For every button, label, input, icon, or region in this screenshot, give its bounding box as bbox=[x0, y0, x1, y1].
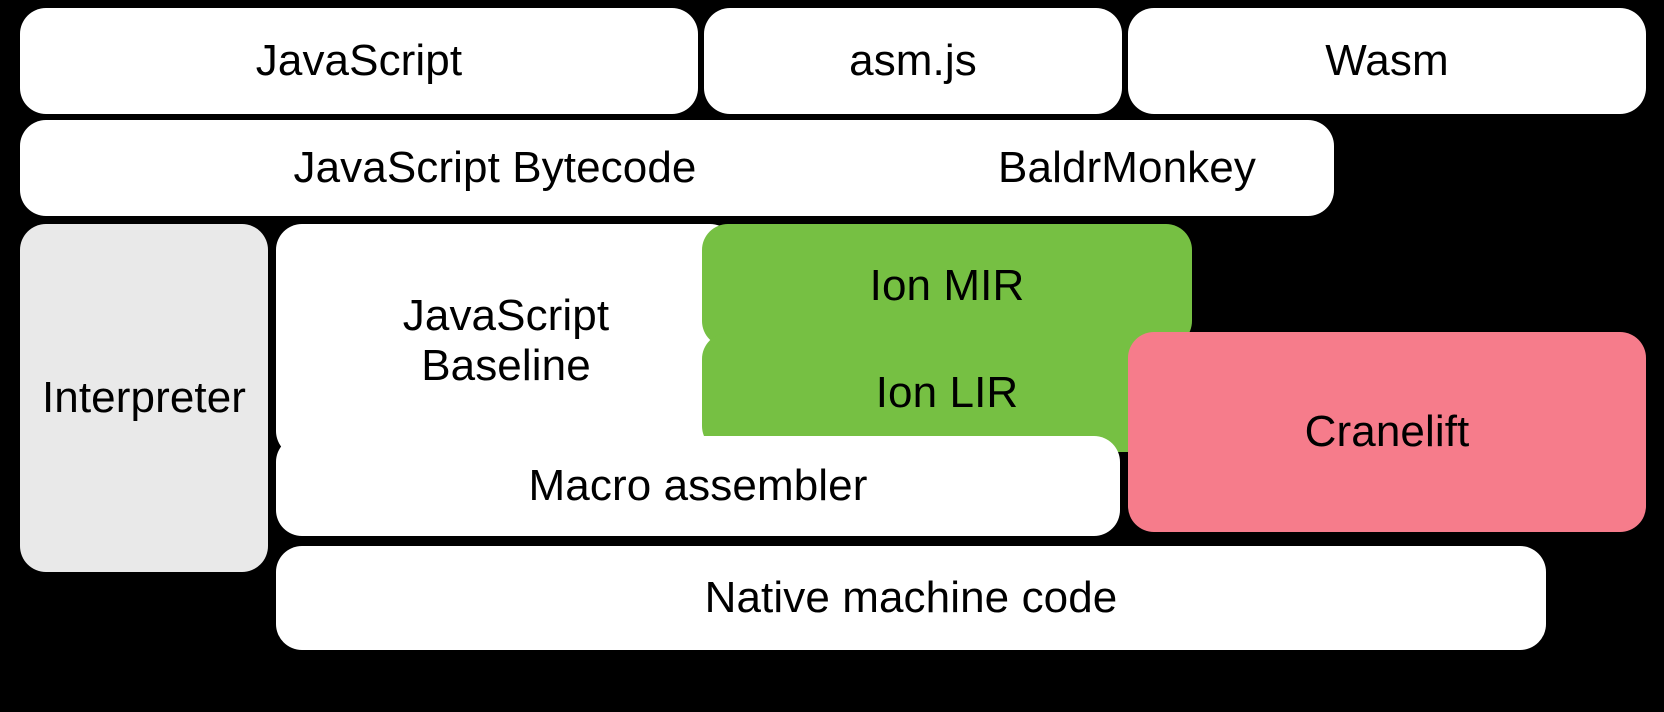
node-ion-lir: Ion LIR bbox=[702, 333, 1192, 452]
node-asm-js: asm.js bbox=[704, 8, 1122, 114]
node-javascript-bytecode: JavaScript Bytecode bbox=[20, 120, 970, 216]
node-native-machine-code: Native machine code bbox=[276, 546, 1546, 650]
node-cranelift: Cranelift bbox=[1128, 332, 1646, 532]
node-wasm: Wasm bbox=[1128, 8, 1646, 114]
node-baldrmonkey: BaldrMonkey bbox=[920, 120, 1334, 216]
node-interpreter: Interpreter bbox=[20, 224, 268, 572]
node-macro-assembler: Macro assembler bbox=[276, 436, 1120, 536]
node-javascript-baseline: JavaScript Baseline bbox=[276, 224, 736, 457]
node-ion-mir: Ion MIR bbox=[702, 224, 1192, 347]
node-javascript: JavaScript bbox=[20, 8, 698, 114]
